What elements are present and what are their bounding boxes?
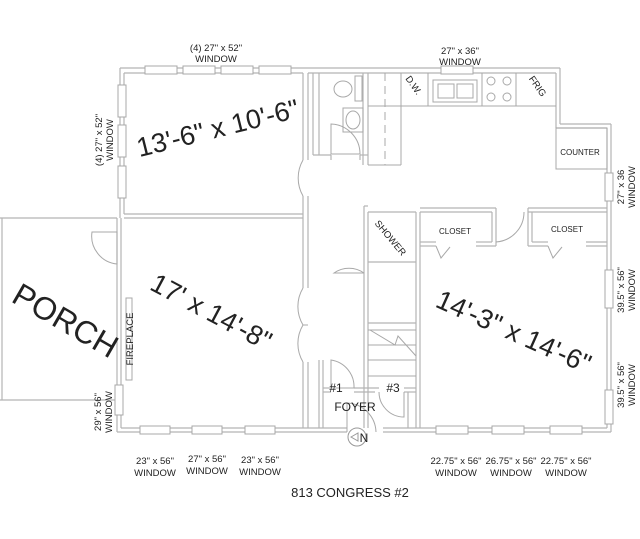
window-label-east-mid: WINDOW: [627, 269, 638, 311]
interior-walls: [302, 73, 608, 428]
window-label-kitchen: WINDOW: [439, 57, 481, 68]
room-dimensions-nw-bedroom: 13'-6" x 10'-6": [134, 94, 302, 163]
appliance-label-fridge: FRIG: [526, 74, 548, 99]
room-dimensions-se-bedroom: 14'-3" x 14'-6": [432, 284, 596, 379]
room-label-shower: SHOWER: [372, 218, 408, 258]
window-label-bottom-2-size: 27" x 56": [188, 454, 226, 465]
window-label-bottom-5: WINDOW: [490, 468, 532, 479]
room-dimensions-living: 17' x 14'-8": [146, 268, 277, 357]
window-label-east-mid-size: 39.5" x 56": [616, 267, 627, 313]
room-label-closet-2: CLOSET: [551, 225, 583, 234]
room-label-porch: PORCH: [6, 276, 124, 365]
window-label-bottom-5-size: 26.75" x 56": [485, 456, 536, 467]
window-label-bottom-4-size: 22.75" x 56": [430, 456, 481, 467]
room-label-foyer: FOYER: [334, 400, 376, 414]
window-label-east-low-size: 39.5" x 56": [616, 362, 627, 408]
window-label-bottom-1: WINDOW: [134, 468, 176, 479]
window-label-bottom-6-size: 22.75" x 56": [540, 456, 591, 467]
appliance-label-dishwasher: D.W.: [403, 74, 424, 97]
window-label-nw-left: WINDOW: [105, 119, 116, 161]
window-label-bottom-3-size: 23" x 56": [241, 455, 279, 466]
window-label-east-upper: WINDOW: [627, 166, 638, 208]
window-label-east-low: WINDOW: [627, 364, 638, 406]
window-label-bottom-4: WINDOW: [435, 468, 477, 479]
window-label-bottom-2: WINDOW: [186, 466, 228, 477]
compass-label: N: [360, 431, 369, 445]
doors: [91, 123, 563, 433]
window-label-nw-left-size: (4) 27" x 52": [94, 114, 105, 166]
window-label-nw-top-size: (4) 27" x 52": [190, 43, 242, 54]
window-label-bottom-3: WINDOW: [239, 467, 281, 478]
windows: [114, 65, 614, 435]
room-label-fireplace: FIREPLACE: [125, 313, 136, 366]
window-label-bottom-6: WINDOW: [545, 468, 587, 479]
window-label-living-left: WINDOW: [104, 391, 115, 433]
window-label-kitchen-size: 27" x 36": [441, 46, 479, 57]
plan-title: 813 CONGRESS #2: [291, 485, 409, 500]
window-label-nw-top: WINDOW: [195, 54, 237, 65]
unit-label-1: #1: [329, 381, 343, 395]
unit-label-3: #3: [386, 381, 400, 395]
room-label-closet-1: CLOSET: [439, 227, 471, 236]
exterior-walls: [0, 67, 612, 433]
window-label-east-upper-size: 27" x 36: [616, 170, 627, 205]
room-label-counter: COUNTER: [560, 148, 600, 157]
window-label-living-left-size: 29" x 56": [93, 393, 104, 431]
window-labels: (4) 27" x 52" WINDOW (4) 27" x 52" WINDO…: [93, 43, 638, 479]
window-label-bottom-1-size: 23" x 56": [136, 456, 174, 467]
north-arrow-icon: N: [347, 427, 369, 447]
